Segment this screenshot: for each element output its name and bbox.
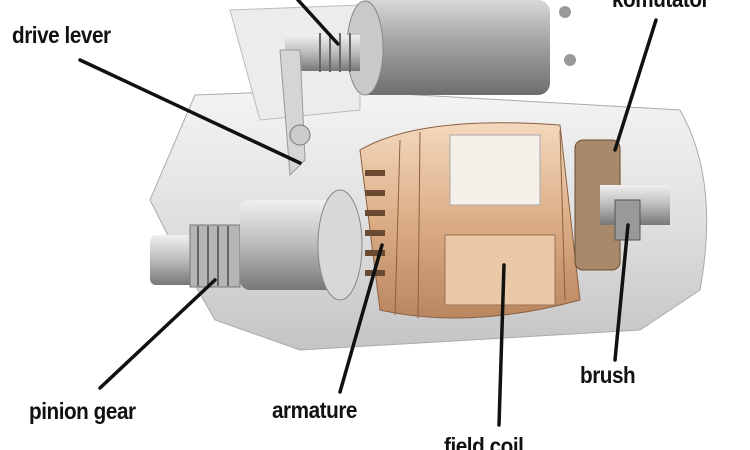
solenoid	[285, 0, 576, 96]
drive-lever-part	[279, 49, 311, 177]
armature-field-coil	[359, 122, 581, 319]
label-komutator: komutator	[612, 0, 710, 13]
label-pinion-gear: pinion gear	[29, 398, 136, 424]
label-brush: brush	[580, 362, 636, 388]
leader-line-field-coil	[497, 263, 506, 427]
leader-line-drive-lever	[78, 58, 302, 165]
pinion-shaft	[150, 189, 363, 301]
leader-lines	[78, 0, 658, 427]
leader-line-armature	[338, 243, 384, 394]
leader-line-solenoid	[296, 0, 340, 46]
label-armature: armature	[272, 397, 357, 423]
commutator-brush	[574, 139, 670, 271]
label-field-coil: field coil	[444, 433, 524, 450]
label-drive-lever: drive lever	[12, 22, 111, 48]
leader-line-pinion-gear	[98, 278, 217, 390]
leader-line-brush	[613, 223, 630, 362]
leader-line-komutator	[613, 18, 658, 152]
